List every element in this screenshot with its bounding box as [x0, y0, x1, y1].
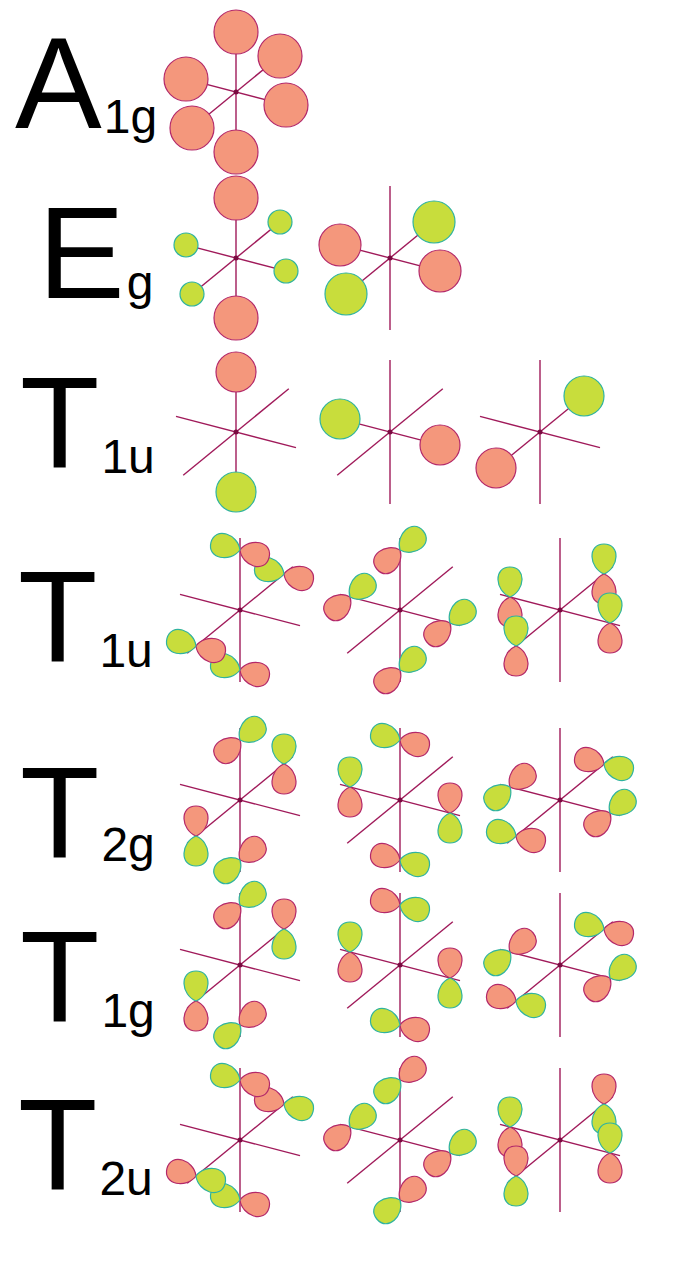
s-orbital [180, 282, 204, 306]
p-orbital [484, 982, 548, 1020]
s-orbital [164, 57, 208, 101]
t2g-set [479, 728, 641, 872]
symmetry-subscript: 1g [101, 987, 154, 1035]
p-orbital [579, 950, 641, 1007]
p-orbital [319, 1099, 381, 1156]
p-orbital [598, 593, 622, 653]
p-orbital [368, 886, 432, 924]
p-orbital [419, 595, 481, 652]
p-orbital [164, 1157, 228, 1195]
p-orbital [338, 757, 362, 817]
p-orbital [438, 783, 462, 843]
p-orbital [504, 1146, 528, 1206]
s-orbital [419, 250, 461, 292]
t2g-set [338, 721, 462, 879]
axes [500, 893, 620, 1037]
symmetry-symbol: T [20, 748, 99, 878]
s-orbital [325, 273, 367, 315]
p-orbital [572, 745, 636, 783]
symmetry-symbol: T [20, 358, 99, 488]
s-orbital [268, 210, 292, 234]
symmetry-symbol: A [15, 18, 102, 148]
p-orbital [579, 785, 641, 842]
p-orbital [369, 642, 431, 699]
symmetry-symbol: T [18, 552, 97, 682]
p-orbital [504, 616, 528, 676]
p-orbital [209, 712, 271, 769]
t1u-set [476, 360, 604, 504]
s-orbital [264, 83, 308, 127]
p-orbital [572, 910, 636, 948]
s-orbital [174, 233, 198, 257]
p-orbital [368, 1006, 432, 1044]
axes [180, 538, 300, 682]
p-orbital [208, 1061, 272, 1099]
s-orbital [216, 472, 256, 512]
t1u-pi-set [319, 522, 481, 699]
s-orbital [413, 201, 455, 243]
p-orbital [368, 721, 432, 759]
p-orbital [369, 522, 431, 579]
symmetry-subscript: 2u [99, 1155, 152, 1203]
t1g-set [479, 893, 641, 1037]
s-orbital [216, 352, 256, 392]
s-orbital [476, 448, 516, 488]
symmetry-symbol: T [18, 1080, 97, 1210]
t2u-set [498, 1068, 622, 1212]
p-orbital [598, 1123, 622, 1183]
t1g-set [338, 886, 462, 1044]
s-orbital [274, 259, 298, 283]
a1g-set [164, 10, 308, 174]
s-orbital [214, 176, 258, 220]
p-orbital [209, 877, 271, 934]
s-orbital [214, 296, 258, 340]
p-orbital [319, 569, 381, 626]
p-orbital [479, 759, 541, 816]
p-orbital [438, 948, 462, 1008]
p-orbital [209, 997, 271, 1054]
t1g-set [180, 877, 300, 1054]
p-orbital [419, 1125, 481, 1182]
symmetry-subscript: 1g [104, 93, 157, 141]
t1u-pi-set [498, 538, 622, 682]
p-orbital [369, 1052, 431, 1109]
symmetry-symbol: E [38, 188, 125, 318]
p-orbital [208, 531, 272, 569]
p-orbital [209, 832, 271, 889]
symmetry-symbol: T [20, 912, 99, 1042]
s-orbital [214, 10, 258, 54]
p-orbital [368, 841, 432, 879]
t2u-set [164, 1061, 316, 1219]
eg-set [174, 176, 298, 340]
s-orbital [214, 130, 258, 174]
axes [180, 1068, 300, 1212]
p-orbital [184, 806, 208, 866]
p-orbital [479, 924, 541, 981]
p-orbital [338, 922, 362, 982]
t1u-set [320, 360, 460, 504]
p-orbital [272, 734, 296, 794]
eg-set [319, 186, 461, 330]
s-orbital [170, 106, 214, 150]
p-orbital [184, 971, 208, 1031]
s-orbital [420, 425, 460, 465]
s-orbital [320, 399, 360, 439]
t2u-set [319, 1052, 481, 1229]
s-orbital [319, 224, 361, 266]
p-orbital [164, 627, 228, 665]
p-orbital [369, 1172, 431, 1229]
axes [500, 728, 620, 872]
p-orbital [484, 817, 548, 855]
t2g-set [180, 712, 300, 889]
s-orbital [258, 34, 302, 78]
symmetry-subscript: 2g [101, 821, 154, 869]
p-orbital [272, 899, 296, 959]
s-orbital [564, 376, 604, 416]
symmetry-subscript: g [127, 259, 154, 307]
symmetry-subscript: 1u [99, 627, 152, 675]
t1u-pi-set [164, 531, 316, 689]
t1u-set [176, 352, 296, 512]
symmetry-subscript: 1u [101, 433, 154, 481]
